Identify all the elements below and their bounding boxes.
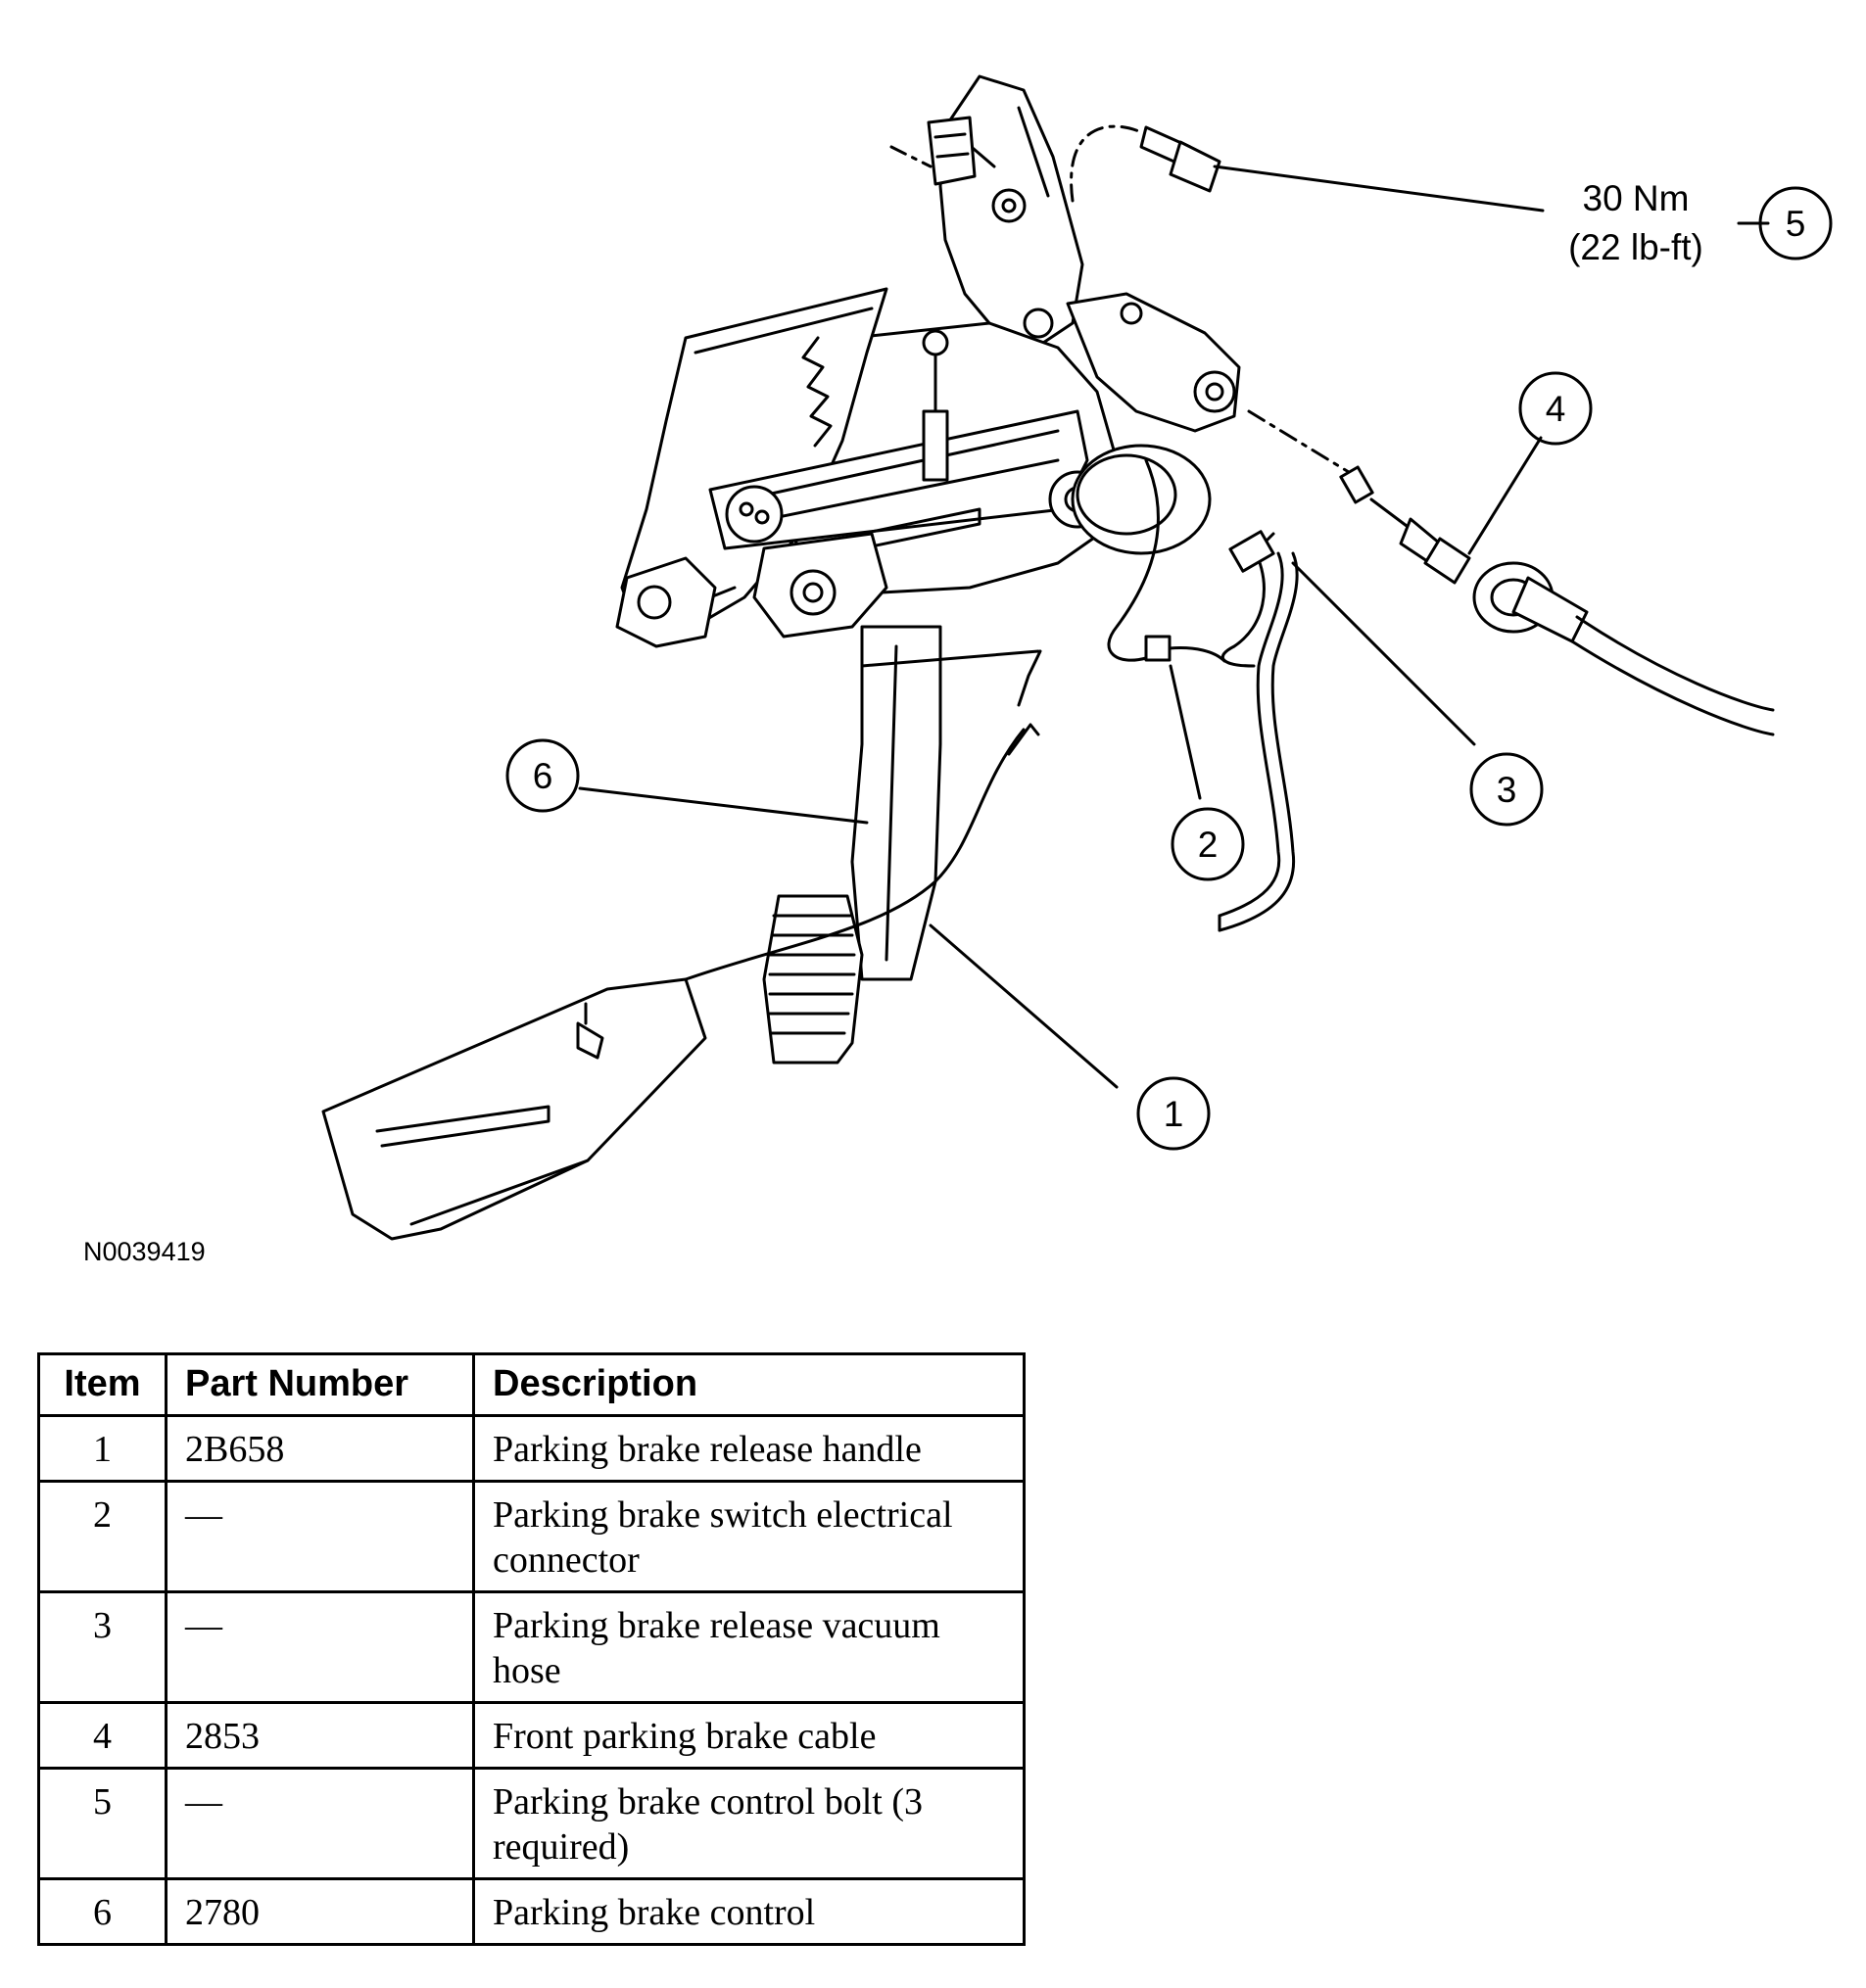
cell-item: 6 [37,1877,167,1946]
callout-3: 3 [1497,770,1517,810]
torque-spec-nm: 30 Nm [1583,178,1690,218]
cell-item: 1 [37,1414,167,1483]
cell-part-number: — [165,1590,475,1704]
cell-description: Parking brake control [472,1877,1026,1946]
cell-item: 5 [37,1767,167,1880]
leader-lines [578,165,1770,1089]
parts-table: Item Part Number Description 1 2B658 Par… [37,1352,1026,1946]
table-row: 2 — Parking brake switch electrical conn… [37,1480,1026,1593]
header-item: Item [37,1352,167,1417]
parking-brake-control-drawing [615,74,1241,1065]
table-row: 4 2853 Front parking brake cable [37,1701,1026,1770]
table-row: 3 — Parking brake release vacuum hose [37,1590,1026,1704]
figure-code: N0039419 [83,1237,206,1266]
front-brake-cable-drawing [1247,409,1775,736]
torque-spec-lbft: (22 lb-ft) [1568,227,1703,267]
cell-part-number: 2853 [165,1701,475,1770]
callout-4: 4 [1546,389,1566,429]
cell-item: 2 [37,1480,167,1593]
cell-description: Parking brake release vacuum hose [472,1590,1026,1704]
table-header-row: Item Part Number Description [37,1352,1026,1417]
switch-connector-drawing [1107,458,1226,663]
cell-part-number: 2780 [165,1877,475,1946]
callout-1: 1 [1164,1094,1184,1134]
vacuum-hose-drawing [1218,530,1299,932]
cell-part-number: — [165,1767,475,1880]
cell-part-number: — [165,1480,475,1593]
cell-description: Parking brake switch electrical connecto… [472,1480,1026,1593]
control-bolt-drawing [1070,124,1221,203]
header-part-number: Part Number [165,1352,475,1417]
callout-circles [505,186,1833,1151]
callout-5: 5 [1786,204,1806,244]
table-row: 1 2B658 Parking brake release handle [37,1414,1026,1483]
cell-description: Parking brake release handle [472,1414,1026,1483]
callout-2: 2 [1198,825,1219,865]
cell-description: Parking brake control bolt (3 required) [472,1767,1026,1880]
release-handle-drawing [321,649,1042,1241]
parking-brake-exploded-diagram: 30 Nm (22 lb-ft) 5 4 3 2 6 1 N0039419 [83,74,1833,1266]
table-row: 5 — Parking brake control bolt (3 requir… [37,1767,1026,1880]
header-description: Description [472,1352,1026,1417]
cell-description: Front parking brake cable [472,1701,1026,1770]
cell-item: 3 [37,1590,167,1704]
callout-6: 6 [533,756,553,796]
cell-item: 4 [37,1701,167,1770]
cell-part-number: 2B658 [165,1414,475,1483]
table-row: 6 2780 Parking brake control [37,1877,1026,1946]
